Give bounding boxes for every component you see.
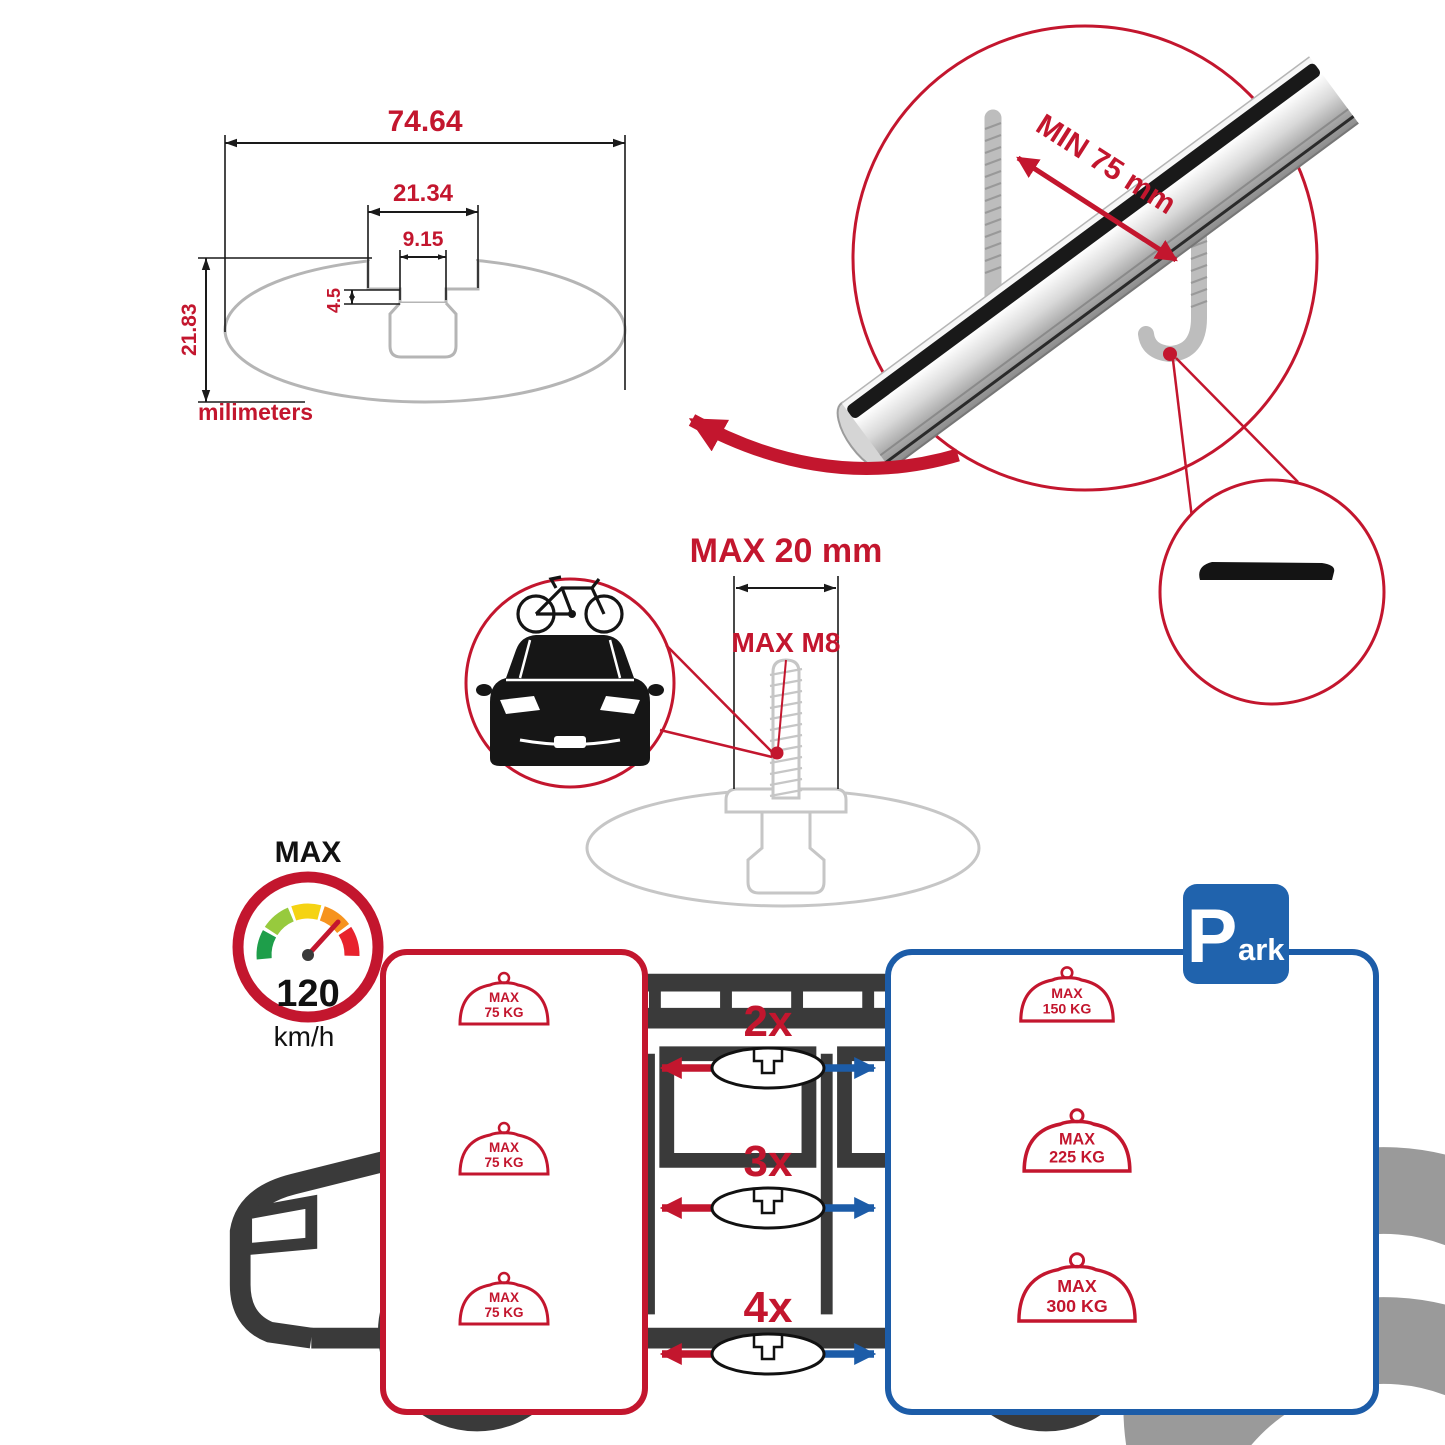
bar-count-row-1: 2x — [659, 997, 877, 1090]
load-label-kg: 75 KG — [484, 1305, 523, 1320]
load-label-kg: 75 KG — [484, 1005, 523, 1020]
driving-load-3: MAX 75 KG — [458, 1271, 550, 1326]
bar-count-rows: 2x 3x 4x — [659, 997, 877, 1376]
count-label-4x: 4x — [744, 1283, 793, 1332]
headlight-left — [500, 696, 540, 714]
mount-diagram: MAX 20 mm MAX M8 — [585, 532, 981, 908]
bar-section-icon — [710, 1046, 826, 1090]
units-label: milimeters — [198, 399, 313, 425]
headlight-right — [600, 696, 640, 714]
dim-opening-width-label: 21.34 — [393, 180, 454, 207]
profile-pointer-arrow — [688, 414, 960, 475]
profile-cavity — [388, 301, 458, 359]
driving-panel-border — [380, 949, 648, 1415]
crossbar-profile-drawing: 74.64 21.34 9.15 4.5 21.83 milimeters — [178, 105, 627, 425]
roofbox-car-circle — [238, 478, 1386, 1423]
parking-panel: MAX 150 KG MAX 225 KG MAX 300 KG P ark — [885, 884, 1379, 1415]
load-label-max: MAX — [489, 1290, 519, 1305]
min-distance-arrow — [1016, 155, 1178, 263]
speed-limit-gauge: MAX 120 km/h — [232, 836, 384, 1052]
driving-load-2: MAX 75 KG — [458, 1121, 550, 1176]
thread-pointer-dot — [770, 746, 784, 760]
bar-count-row-2: 3x — [659, 1137, 877, 1230]
bike-car-circle — [464, 575, 773, 789]
park-sign-ark: ark — [1238, 932, 1285, 967]
slot-nut-plate — [724, 787, 848, 814]
crossbar-closeup: MIN 75 mm — [688, 24, 1359, 519]
parked-load-3: MAX 300 KG — [1017, 1252, 1137, 1323]
speed-max-label: MAX — [275, 836, 342, 869]
dim-total-width-label: 74.64 — [387, 105, 462, 138]
hook-pointer-dot — [1163, 347, 1177, 361]
roof-cargo-box — [1199, 562, 1335, 580]
load-label-kg: 150 KG — [1043, 1002, 1092, 1018]
slot-nut-body — [746, 810, 826, 895]
load-label-max: MAX — [1057, 1276, 1097, 1296]
park-sign: P ark — [1183, 884, 1289, 984]
parked-load-2: MAX 225 KG — [1022, 1108, 1132, 1173]
speed-value: 120 — [276, 973, 339, 1015]
bar-section-icon — [710, 1332, 826, 1376]
dim-height-label: 21.83 — [178, 303, 201, 356]
load-label-max: MAX — [489, 1140, 519, 1155]
speed-unit: km/h — [274, 1021, 335, 1052]
load-label-kg: 225 KG — [1049, 1149, 1105, 1167]
max-thread-label: MAX M8 — [732, 627, 841, 658]
parking-panel-border — [885, 949, 1379, 1415]
max-protrusion-label: MAX 20 mm — [690, 532, 883, 570]
driving-panel: MAX 75 KG MAX 75 KG MAX 75 KG — [380, 949, 1445, 1445]
dim-step-depth-label: 4.5 — [324, 288, 344, 313]
load-label-max: MAX — [1059, 1131, 1095, 1149]
bar-count-row-3: 4x — [659, 1283, 877, 1376]
gauge-needle — [305, 919, 341, 958]
parked-load-1: MAX 150 KG — [1019, 966, 1115, 1023]
clamp-hook-left — [984, 109, 1002, 309]
load-label-kg: 75 KG — [484, 1155, 523, 1170]
count-label-2x: 2x — [744, 997, 793, 1046]
bar-section-icon — [710, 1186, 826, 1230]
bike-icon — [516, 575, 624, 634]
gauge-arcs — [256, 903, 360, 960]
car-front-icon — [476, 635, 664, 766]
park-sign-p: P — [1187, 894, 1238, 979]
driving-load-1: MAX 75 KG — [458, 971, 550, 1026]
bolt-threads — [769, 667, 803, 798]
dim-slot-width-label: 9.15 — [403, 228, 444, 251]
count-label-3x: 3x — [744, 1137, 793, 1186]
load-label-max: MAX — [489, 990, 519, 1005]
gauge-ring — [232, 871, 384, 1023]
load-label-max: MAX — [1051, 986, 1083, 1002]
load-label-kg: 300 KG — [1046, 1296, 1107, 1316]
